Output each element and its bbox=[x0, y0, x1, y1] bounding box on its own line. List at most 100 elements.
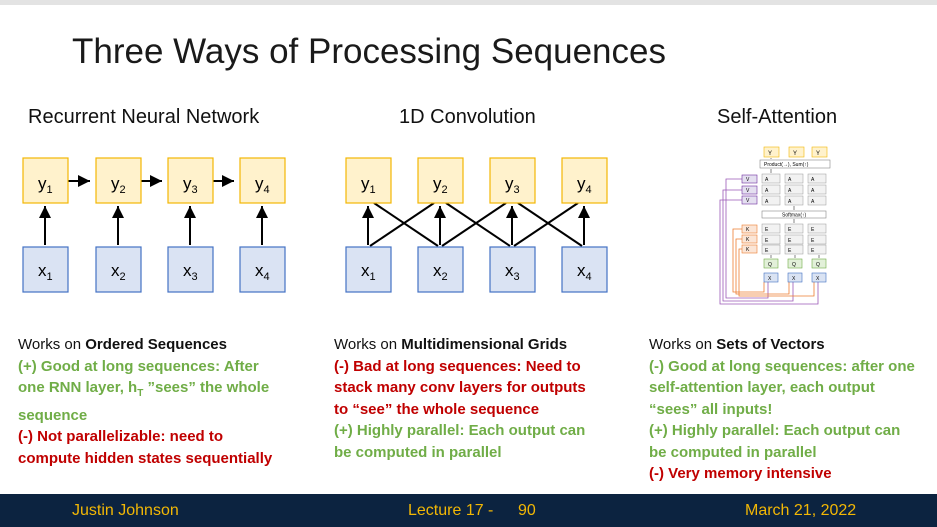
rnn-notes: Works on Ordered Sequences (+) Good at l… bbox=[18, 334, 272, 469]
rnn-output-box bbox=[167, 157, 214, 204]
conv-input-label: x1 bbox=[361, 261, 376, 283]
footer-bar: Justin Johnson Lecture 17 - 90 March 21,… bbox=[0, 494, 937, 527]
attention-section-title: Self-Attention bbox=[717, 106, 838, 128]
attention-pro-line: self-attention layer, each output bbox=[649, 379, 875, 396]
attention-e-label: E bbox=[788, 238, 792, 244]
conv-output-label: y1 bbox=[361, 174, 376, 196]
attention-a-label: A bbox=[788, 199, 792, 205]
attention-e-cell bbox=[761, 244, 781, 255]
conv-diagonal bbox=[445, 202, 511, 247]
attention-e-cell bbox=[784, 223, 804, 234]
attention-x-box bbox=[787, 272, 803, 283]
top-rule bbox=[0, 0, 937, 5]
attention-a-label: A bbox=[811, 177, 815, 183]
conv-input-box bbox=[489, 246, 536, 293]
rnn-output-box bbox=[22, 157, 69, 204]
conv-con-line: to “see” the whole sequence bbox=[334, 400, 540, 418]
conv-output-label: y4 bbox=[577, 174, 592, 196]
footer-date: March 21, 2022 bbox=[745, 502, 857, 519]
attention-e-cell bbox=[761, 223, 781, 234]
rnn-input-label: x1 bbox=[38, 261, 53, 283]
conv-pro-line: be computed in parallel bbox=[334, 443, 502, 461]
attention-e-label: E bbox=[788, 248, 792, 254]
rnn-output-label: y2 bbox=[111, 174, 126, 196]
attention-x-box bbox=[811, 272, 827, 283]
conv-output-label: y3 bbox=[505, 174, 520, 196]
attention-v-label: V bbox=[746, 177, 750, 183]
attention-e-label: E bbox=[765, 248, 769, 254]
attention-a-cell bbox=[807, 184, 827, 195]
attention-e-cell bbox=[784, 234, 804, 245]
attention-v-box bbox=[741, 174, 758, 184]
attention-e-cell bbox=[807, 244, 827, 255]
conv-diagonal bbox=[441, 202, 507, 247]
attention-e-cell bbox=[807, 223, 827, 234]
conv-works-on: Works on Multidimensional Grids bbox=[334, 336, 568, 353]
attention-q-label: Q bbox=[792, 262, 796, 268]
attention-y-label: Y bbox=[793, 151, 797, 157]
conv-input-label: x3 bbox=[505, 261, 520, 283]
attention-e-label: E bbox=[788, 227, 792, 233]
rnn-input-box bbox=[167, 246, 214, 293]
conv-pro-line: (+) Highly parallel: Each output can bbox=[334, 422, 586, 439]
attention-y-box bbox=[811, 146, 828, 158]
attention-q-label: Q bbox=[768, 262, 772, 268]
conv-section-title: 1D Convolution bbox=[399, 106, 536, 128]
attention-x-label: X bbox=[792, 276, 796, 282]
attention-e-label: E bbox=[811, 227, 815, 233]
rnn-works-on: Works on Ordered Sequences bbox=[18, 336, 227, 353]
slide-title: Three Ways of Processing Sequences bbox=[72, 32, 666, 71]
attention-route-line bbox=[722, 189, 794, 302]
attention-k-box bbox=[741, 234, 758, 244]
attention-pro-line: be computed in parallel bbox=[649, 443, 817, 461]
attention-x-label: X bbox=[816, 276, 820, 282]
attention-k-label: K bbox=[746, 227, 750, 233]
conv-diagonal bbox=[373, 202, 439, 247]
attention-diagram: Y Y Y Product(→), Sum(↑) V V V A A A A A… bbox=[719, 146, 831, 305]
attention-softmax-bar bbox=[761, 210, 827, 219]
attention-pro-line: “sees” all inputs! bbox=[649, 400, 773, 418]
attention-a-label: A bbox=[788, 177, 792, 183]
attention-x-box bbox=[763, 272, 779, 283]
rnn-input-label: x2 bbox=[111, 261, 126, 283]
attention-k-box bbox=[741, 244, 758, 254]
conv-output-box bbox=[489, 157, 536, 204]
conv-output-label: y2 bbox=[433, 174, 448, 196]
attention-a-cell bbox=[784, 173, 804, 184]
footer-lecture: Lecture 17 - bbox=[408, 502, 494, 519]
attention-q-box bbox=[763, 258, 779, 269]
attention-q-box bbox=[811, 258, 827, 269]
attention-y-box bbox=[788, 146, 805, 158]
attention-a-cell bbox=[807, 173, 827, 184]
rnn-input-box bbox=[22, 246, 69, 293]
rnn-input-label: x4 bbox=[255, 261, 270, 283]
rnn-pro-line: (+) Good at long sequences: After bbox=[18, 357, 259, 375]
attention-y-label: Y bbox=[816, 151, 820, 157]
conv-input-box bbox=[345, 246, 392, 293]
attention-a-label: A bbox=[765, 177, 769, 183]
attention-v-box bbox=[741, 195, 758, 205]
rnn-input-label: x3 bbox=[183, 261, 198, 283]
attention-e-label: E bbox=[765, 227, 769, 233]
conv-input-box bbox=[561, 246, 608, 293]
attention-q-box bbox=[787, 258, 803, 269]
attention-works-on: Works on Sets of Vectors bbox=[649, 336, 825, 353]
rnn-output-box bbox=[239, 157, 286, 204]
attention-y-label: Y bbox=[768, 151, 772, 157]
attention-e-cell bbox=[807, 234, 827, 245]
attention-a-cell bbox=[761, 173, 781, 184]
attention-a-label: A bbox=[811, 199, 815, 205]
rnn-output-label: y4 bbox=[255, 174, 270, 196]
attention-e-label: E bbox=[765, 238, 769, 244]
rnn-output-label: y3 bbox=[183, 174, 198, 196]
rnn-pro-line: one RNN layer, hT ”sees” the whole bbox=[18, 379, 270, 399]
attention-route-line bbox=[719, 199, 819, 305]
attention-k-label: K bbox=[746, 237, 750, 243]
attention-a-cell bbox=[807, 195, 827, 206]
attention-a-label: A bbox=[788, 188, 792, 194]
conv-output-box bbox=[345, 157, 392, 204]
attention-x-label: X bbox=[768, 276, 772, 282]
attention-a-cell bbox=[784, 184, 804, 195]
attention-e-label: E bbox=[811, 248, 815, 254]
attention-pro-line: (-) Good at long sequences: after one bbox=[649, 357, 915, 375]
